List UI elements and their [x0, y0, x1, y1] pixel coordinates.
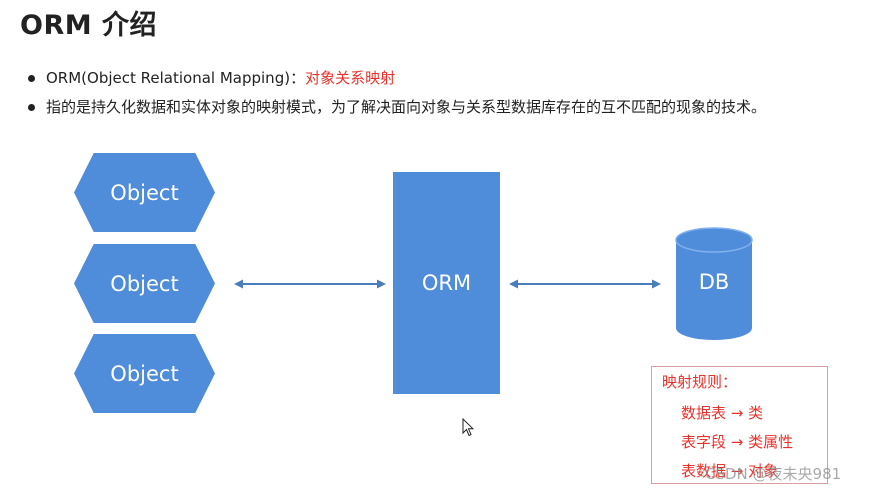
bullet-prefix: ORM(Object Relational Mapping)：: [46, 69, 306, 87]
object-label: Object: [110, 271, 179, 296]
object-orm-double-arrow: [234, 279, 386, 289]
bullet-item-orm-definition: ORM(Object Relational Mapping)：对象关系映射: [28, 64, 766, 93]
mapping-rule-row-to-object: 表数据 → 对象: [681, 462, 779, 480]
database-cylinder-icon: [675, 227, 753, 340]
object-label: Object: [110, 180, 179, 205]
object-hexagon-2: Object: [74, 244, 215, 323]
mouse-pointer-icon: [462, 418, 474, 437]
bullet-item-description: 指的是持久化数据和实体对象的映射模式，为了解决面向对象与关系型数据库存在的互不匹…: [28, 93, 766, 122]
object-hexagon-1: Object: [74, 153, 215, 232]
orm-box: ORM: [393, 172, 500, 394]
slide-title: ORM 介绍: [20, 10, 158, 41]
db-label: DB: [698, 270, 730, 294]
bullet-text: 指的是持久化数据和实体对象的映射模式，为了解决面向对象与关系型数据库存在的互不匹…: [46, 98, 767, 116]
bullet-list: ORM(Object Relational Mapping)：对象关系映射 指的…: [28, 64, 766, 122]
mapping-rule-table-to-class: 数据表 → 类: [681, 404, 764, 422]
orm-label: ORM: [421, 271, 472, 295]
object-hexagon-3: Object: [74, 334, 215, 413]
mapping-rule-field-to-attribute: 表字段 → 类属性: [681, 433, 794, 451]
mapping-rules-box: 映射规则： 数据表 → 类 表字段 → 类属性 表数据 → 对象: [651, 366, 828, 484]
mapping-rules-title: 映射规则：: [662, 373, 738, 391]
object-label: Object: [110, 361, 179, 386]
watermark: CSDN @夜未央981: [705, 465, 842, 483]
orm-db-double-arrow: [509, 279, 661, 289]
bullet-highlight: 对象关系映射: [305, 69, 396, 87]
